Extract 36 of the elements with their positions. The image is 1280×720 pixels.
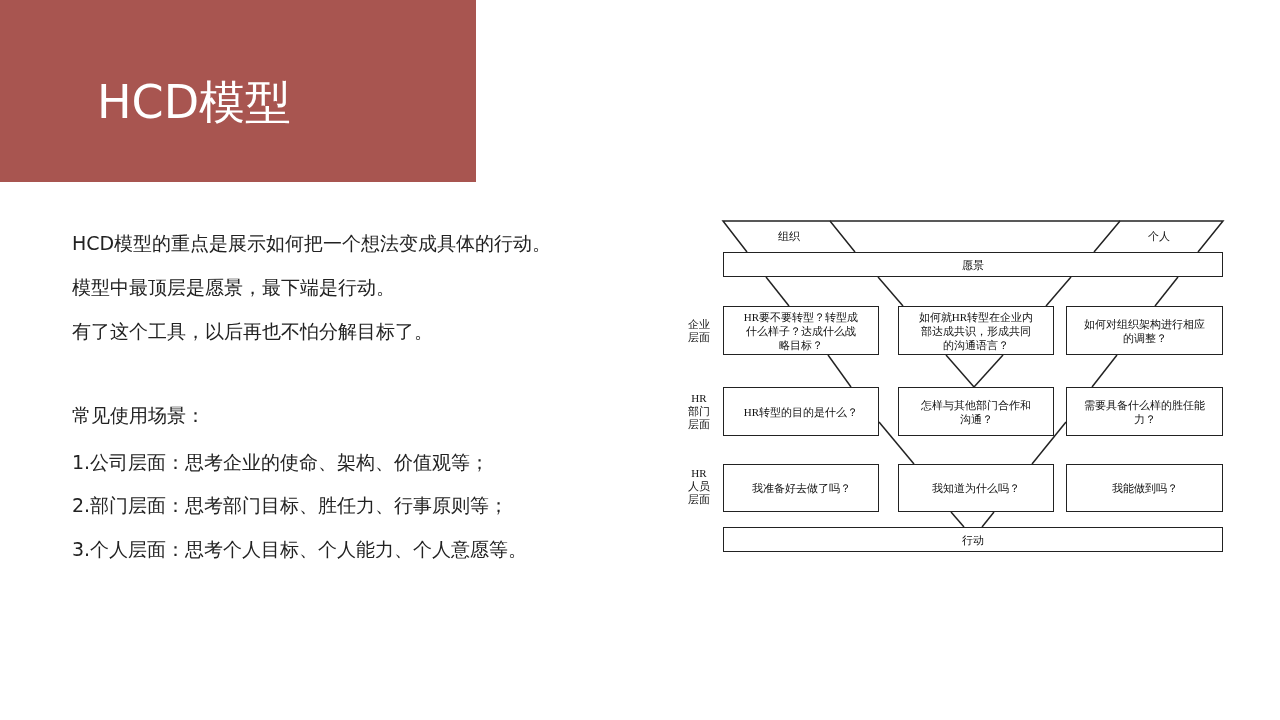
body-text: 1.公司层面：思考企业的使命、架构、价值观等；	[72, 450, 490, 475]
connector-line	[877, 276, 904, 307]
level-label: HR部门层面	[687, 392, 711, 431]
connector-line	[981, 511, 995, 528]
connector-line	[1031, 421, 1067, 465]
connector-line	[973, 354, 1004, 388]
connector-line	[1091, 354, 1118, 388]
question-box: 我准备好去做了吗？	[723, 464, 879, 512]
question-box: HR转型的目的是什么？	[723, 387, 879, 436]
band-box: 愿景	[723, 252, 1223, 277]
body-text: HCD模型的重点是展示如何把一个想法变成具体的行动。	[72, 231, 552, 256]
band-box: 行动	[723, 527, 1223, 552]
question-box: 需要具备什么样的胜任能力？	[1066, 387, 1223, 436]
body-text: 2.部门层面：思考部门目标、胜任力、行事原则等；	[72, 493, 509, 518]
question-box: 怎样与其他部门合作和沟通？	[898, 387, 1054, 436]
body-text: 有了这个工具，以后再也不怕分解目标了。	[72, 319, 433, 344]
body-text: 模型中最顶层是愿景，最下端是行动。	[72, 275, 395, 300]
parallelogram-box: 个人	[1094, 221, 1223, 252]
level-label: 企业层面	[687, 318, 711, 344]
connector-line	[765, 276, 790, 307]
connector-line	[945, 354, 975, 388]
question-box: 如何对组织架构进行相应的调整？	[1066, 306, 1223, 355]
body-text: 3.个人层面：思考个人目标、个人能力、个人意愿等。	[72, 537, 528, 562]
question-box: 如何就HR转型在企业内部达成共识，形成共同的沟通语言？	[898, 306, 1054, 355]
connector-line	[878, 421, 915, 465]
slide-title: HCD模型	[97, 74, 292, 131]
parallelogram-box: 组织	[723, 221, 855, 252]
question-box: 我能做到吗？	[1066, 464, 1223, 512]
connector-line	[827, 354, 852, 388]
question-box: 我知道为什么吗？	[898, 464, 1054, 512]
connector-line	[1045, 276, 1072, 307]
level-label: HR人员层面	[687, 467, 711, 506]
connector-line	[1154, 276, 1179, 307]
connector-line	[950, 511, 965, 528]
section-heading: 常见使用场景：	[72, 403, 205, 428]
question-box: HR要不要转型？转型成什么样子？达成什么战略目标？	[723, 306, 879, 355]
